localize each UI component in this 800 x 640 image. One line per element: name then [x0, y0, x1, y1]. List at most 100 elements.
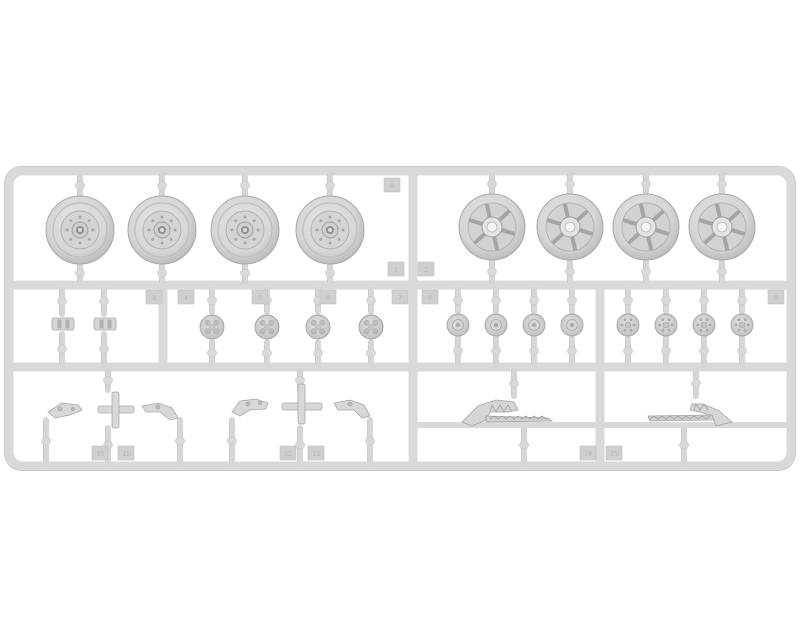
hub-gate-bottom — [262, 339, 272, 367]
hub-gate-top — [661, 286, 671, 315]
road-wheel — [295, 195, 365, 265]
part-number-label: A — [390, 183, 395, 190]
arm-gate — [365, 417, 375, 465]
part-number-label: 15 — [610, 451, 618, 458]
idler-gate-top — [565, 172, 575, 196]
part-number-label: 2 — [424, 267, 428, 274]
wheel-gate-top — [325, 172, 335, 199]
part-number-tag: 13 — [307, 445, 325, 461]
part-number-label: 13 — [312, 451, 320, 458]
hub-gate-bottom — [623, 335, 633, 367]
hub-gate-top — [529, 286, 539, 315]
hub-caps — [199, 313, 754, 340]
wheel-gate-bottom — [240, 261, 250, 285]
suspension-arm-set-center — [231, 383, 371, 425]
hub-gate-bottom — [699, 335, 709, 367]
hub-cap — [654, 313, 678, 337]
bushing-gate-top — [99, 286, 109, 317]
trailing-arm-gate-bottom — [679, 425, 689, 465]
bushing-gate-top — [57, 286, 67, 317]
part-number-label: 7 — [398, 295, 402, 302]
part-number-tag: 11 — [117, 445, 135, 461]
road-wheel — [45, 195, 115, 265]
hub-gate-top — [699, 286, 709, 315]
wheel-gate-top — [240, 172, 250, 199]
idler-gate-top — [641, 172, 651, 196]
bushing-gate-bottom — [57, 331, 67, 367]
idler-gate-top — [717, 172, 727, 196]
part-number-tag: 12 — [279, 445, 297, 461]
part-number-tag: 4 — [177, 289, 195, 305]
idler-gate-bottom — [717, 258, 727, 285]
hub-cap — [484, 313, 508, 337]
hub-gate-bottom — [453, 335, 463, 367]
small-bushing-parts — [51, 317, 117, 331]
part-number-label: 4 — [184, 295, 188, 302]
arm-gate-top — [103, 368, 113, 393]
hub-gate-top — [453, 286, 463, 315]
part-number-tag: 9 — [767, 289, 785, 305]
spoked-hub — [305, 314, 331, 340]
part-number-label: 3 — [152, 295, 156, 302]
idler-gate-top — [487, 172, 497, 196]
trailing-arm-gate-top — [691, 368, 701, 399]
part-number-tag: 7 — [391, 289, 409, 305]
hub-gate-bottom — [491, 335, 501, 367]
idler-wheel — [688, 193, 756, 261]
arm-gate — [41, 417, 51, 465]
trailing-arm-right — [647, 403, 733, 427]
part-number-tag: 15 — [605, 445, 623, 461]
trailing-arm-gate-top — [509, 368, 519, 399]
idler-wheel — [536, 193, 604, 261]
road-wheel — [127, 195, 197, 265]
hub-cap — [692, 313, 716, 337]
spoked-hub — [199, 314, 225, 340]
bushing-gate-bottom — [99, 331, 109, 367]
part-number-label: 6 — [326, 295, 330, 302]
sprue-frame-outline — [4, 166, 796, 471]
arm-gate — [175, 417, 185, 465]
road-wheels — [45, 195, 365, 265]
part-number-tag: 5 — [251, 289, 269, 305]
hub-cap — [522, 313, 546, 337]
part-number-label: 12 — [284, 451, 292, 458]
idler-gate-bottom — [641, 258, 651, 285]
trailing-arm-gate-bottom — [519, 425, 529, 465]
arm-gate — [227, 417, 237, 465]
sprue-frame — [4, 166, 796, 471]
part-number-tag: 6 — [319, 289, 337, 305]
wheel-gate-top — [157, 172, 167, 199]
hub-gate-bottom — [661, 335, 671, 367]
part-number-tag: 14 — [579, 445, 597, 461]
hub-gate-top — [567, 286, 577, 315]
part-number-tag: 1 — [387, 261, 405, 277]
part-number-tag: A — [383, 177, 401, 193]
arm-gate-bottom — [295, 425, 305, 465]
road-wheel — [210, 195, 280, 265]
trailing-arm-left — [461, 399, 554, 427]
hub-cap — [730, 313, 754, 337]
idler-gate-bottom — [565, 258, 575, 285]
hub-gate-top — [366, 286, 376, 315]
part-number-label: 9 — [774, 295, 778, 302]
part-number-tag: 8 — [421, 289, 439, 305]
hub-gate-bottom — [567, 335, 577, 367]
part-number-label: 5 — [258, 295, 262, 302]
idler-wheel — [458, 193, 526, 261]
part-number-label: 8 — [428, 295, 432, 302]
hub-gate-top — [737, 286, 747, 315]
hub-gate-bottom — [737, 335, 747, 367]
part-number-label: 14 — [584, 451, 592, 458]
hub-cap — [616, 313, 640, 337]
hub-gate-bottom — [529, 335, 539, 367]
hub-cap — [560, 313, 584, 337]
part-number-tag: 2 — [417, 261, 435, 277]
hub-gate-bottom — [313, 339, 323, 367]
hub-gate-bottom — [207, 339, 217, 367]
hub-gate-top — [623, 286, 633, 315]
part-number-tag: 3 — [145, 289, 163, 305]
idler-wheel — [612, 193, 680, 261]
wheel-gate-top — [75, 172, 85, 199]
